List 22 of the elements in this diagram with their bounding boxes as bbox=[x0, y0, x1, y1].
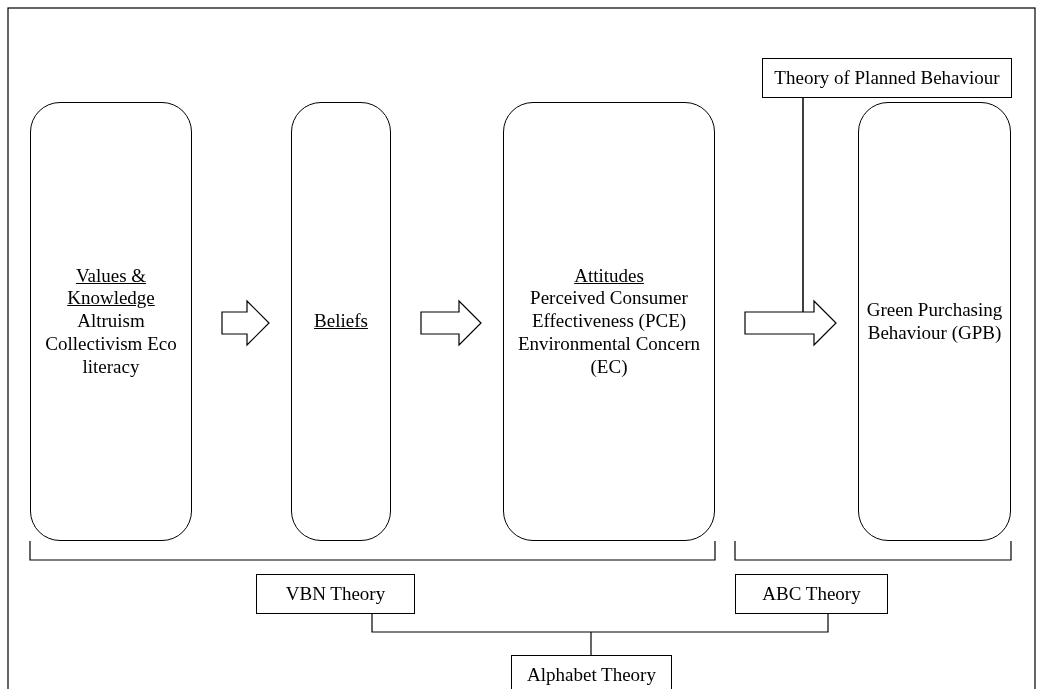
node-heading: Values & Knowledge bbox=[66, 264, 156, 311]
rounded-box bbox=[30, 102, 192, 541]
node-text: Theory of Planned Behaviour bbox=[774, 66, 1000, 90]
text-box bbox=[762, 58, 1012, 98]
rounded-box bbox=[291, 102, 391, 541]
text-box bbox=[256, 574, 415, 614]
leader-line bbox=[802, 97, 804, 313]
rounded-box bbox=[858, 102, 1011, 541]
block-arrow bbox=[744, 299, 837, 347]
node-heading: Attitudes bbox=[574, 264, 644, 288]
node-text: Alphabet Theory bbox=[527, 663, 656, 687]
node-heading: Beliefs bbox=[314, 310, 368, 333]
node-heading: Altruism Collectivism Eco literacy bbox=[44, 310, 178, 379]
node-text: Green Purchasing Behaviour (GPB) bbox=[865, 298, 1004, 345]
node-heading: Perceived Consumer Effectiveness (PCE) Environmental Concern (EC) bbox=[517, 287, 701, 379]
node-text: ABC Theory bbox=[762, 582, 861, 606]
block-arrow bbox=[221, 299, 270, 347]
rounded-box bbox=[503, 102, 715, 541]
text-box bbox=[511, 655, 672, 689]
node-text: VBN Theory bbox=[285, 582, 386, 606]
block-arrow bbox=[420, 299, 482, 347]
text-box bbox=[735, 574, 888, 614]
